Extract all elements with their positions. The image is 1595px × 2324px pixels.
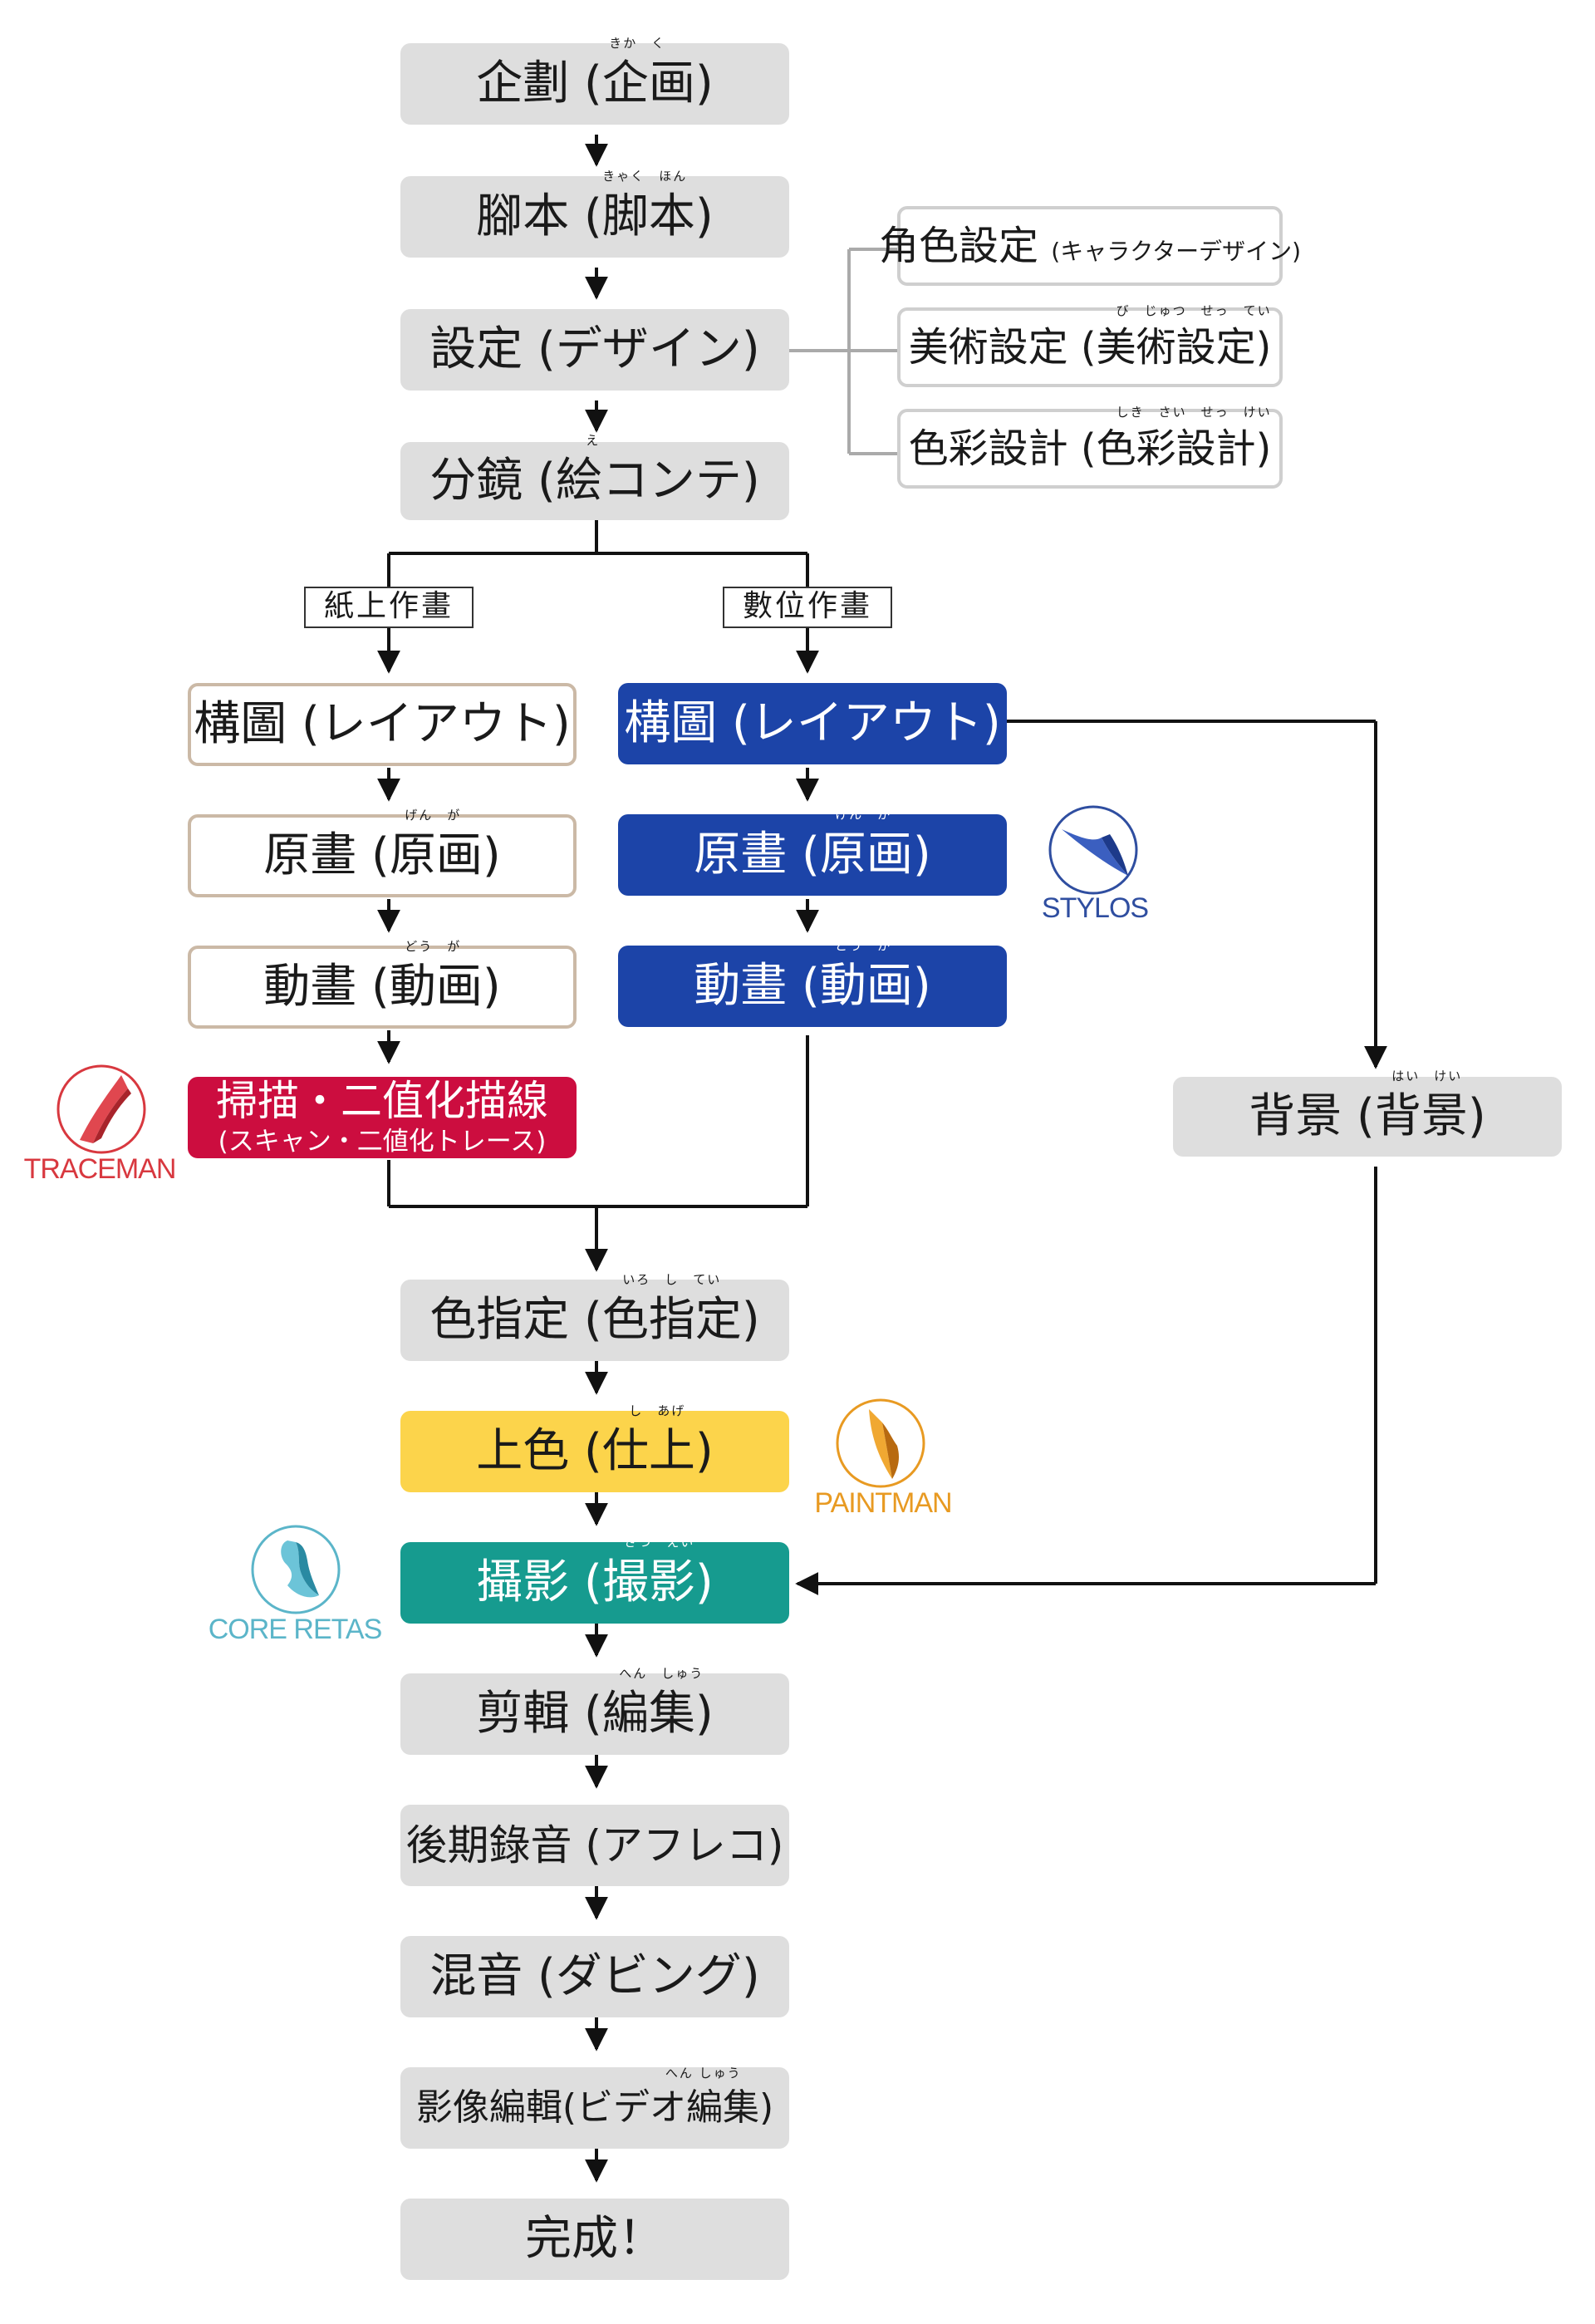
label-afureko: 後期錄音 (アフレコ)	[405, 1820, 784, 1870]
paintman-logo-icon	[836, 1398, 925, 1488]
step-dubbing: 混音 (ダビング)	[400, 1936, 789, 2017]
step-iroshitei: いろ し てい色指定 (色指定)	[400, 1273, 789, 1361]
step-henshuu: へん しゅう剪輯 (編集)	[400, 1667, 789, 1755]
paper-genga: げん が原畫 (原画)	[188, 808, 577, 897]
step-video: へん しゅう影像編輯(ビデオ編集)	[400, 2065, 789, 2149]
ruby-digital-genga: げん が	[835, 807, 892, 823]
label-kikaku: 企劃 (企画)	[476, 57, 714, 111]
step-bunkyou: え分鏡 (絵コンテ)	[400, 434, 789, 520]
label-bunkyou: 分鏡 (絵コンテ)	[429, 454, 760, 509]
ruby-joushoku: し あげ	[629, 1403, 686, 1419]
ruby-design-color: しき さい せっ けい	[1116, 404, 1272, 420]
traceman-logo-text: TRACEMAN	[23, 1153, 177, 1185]
digital-douga: どう が動畫 (動画)	[618, 939, 1007, 1027]
label-design-character: 角色設定	[879, 222, 1052, 269]
core-retas-logo-icon	[251, 1525, 341, 1614]
ruby-digital-douga: どう が	[835, 938, 892, 954]
label-background: 背景 (背景)	[1249, 1089, 1486, 1144]
label-paper-layout: 構圖 (レイアウト)	[194, 697, 571, 752]
ruby-paper-genga: げん が	[405, 808, 462, 823]
label-dubbing: 混音 (ダビング)	[429, 1949, 760, 2004]
label-joushoku: 上色 (仕上)	[476, 1424, 714, 1479]
ruby-iroshitei: いろ し てい	[622, 1272, 722, 1288]
digital-layout: 構圖 (レイアウト)	[618, 683, 1007, 764]
ruby-satsuei: さつ えい	[624, 1535, 695, 1550]
step-kyakuhon: きゃく ほん腳本 (脚本)	[400, 170, 789, 258]
ruby-bunkyou: え	[586, 433, 601, 449]
core-retas-logo-text: CORE RETAS	[208, 1614, 383, 1645]
paper-douga: どう が動畫 (動画)	[188, 940, 577, 1029]
ruby-video: へん しゅう	[665, 2065, 742, 2081]
label-video: 影像編輯(ビデオ編集)	[415, 2086, 774, 2129]
ruby-henshuu: へん しゅう	[619, 1666, 704, 1682]
label-paper-scan-sub: (スキャン・二値化トレース)	[218, 1127, 547, 1157]
step-kansei: 完成！	[400, 2199, 789, 2280]
stylos-logo-text: STYLOS	[1041, 892, 1149, 924]
branch-paper: 紙上作畫	[304, 587, 474, 628]
step-afureko: 後期錄音 (アフレコ)	[400, 1805, 789, 1886]
paper-layout: 構圖 (レイアウト)	[188, 683, 577, 766]
ruby-background: はい けい	[1391, 1069, 1463, 1084]
label-design-color: 色彩設計 (色彩設計)	[908, 425, 1272, 472]
design-color: しき さい せっ けい色彩設計 (色彩設計)	[897, 405, 1283, 489]
label-digital-layout: 構圖 (レイアウト)	[624, 696, 1001, 751]
label-satsuei: 攝影 (撮影)	[476, 1555, 714, 1610]
label-paper-scan: 掃描・二值化描線	[216, 1077, 548, 1126]
branch-digital: 數位作畫	[723, 587, 892, 628]
label-kyakuhon: 腳本 (脚本)	[476, 189, 714, 244]
label-kansei: 完成！	[525, 2212, 665, 2267]
ruby-kyakuhon: きゃく ほん	[602, 169, 688, 184]
step-joushoku: し あげ上色 (仕上)	[400, 1404, 789, 1492]
label-paper-genga: 原畫 (原画)	[263, 828, 501, 883]
design-character: 角色設定 (キャラクターデザイン)	[879, 206, 1301, 286]
label-settei: 設定 (デザイン)	[429, 322, 760, 377]
ruby-kikaku: きか く	[609, 36, 666, 52]
design-art: び じゅつ せっ てい美術設定 (美術設定)	[897, 302, 1283, 387]
label-digital-genga: 原畫 (原画)	[694, 828, 931, 882]
label-design-character-suffix: (キャラクターデザイン)	[1051, 237, 1301, 265]
paintman-logo-text: PAINTMAN	[814, 1487, 952, 1519]
ruby-paper-douga: どう が	[405, 939, 462, 955]
step-satsuei: さつ えい攝影 (撮影)	[400, 1535, 789, 1624]
stylos-logo-icon	[1048, 805, 1138, 895]
label-paper-douga: 動畫 (動画)	[263, 960, 501, 1015]
label-design-art: 美術設定 (美術設定)	[908, 323, 1272, 371]
label-henshuu: 剪輯 (編集)	[476, 1687, 714, 1742]
traceman-logo-icon	[56, 1064, 146, 1154]
ruby-design-art: び じゅつ せっ てい	[1116, 302, 1272, 318]
background: はい けい背景 (背景)	[1173, 1069, 1562, 1157]
label-digital-douga: 動畫 (動画)	[694, 959, 931, 1014]
paper-scan: 掃描・二值化描線 (スキャン・二値化トレース)	[188, 1077, 577, 1158]
label-iroshitei: 色指定 (色指定)	[429, 1293, 760, 1348]
step-kikaku: きか く企劃 (企画)	[400, 37, 789, 125]
step-settei: 設定 (デザイン)	[400, 309, 789, 391]
digital-genga: げん が原畫 (原画)	[618, 808, 1007, 896]
